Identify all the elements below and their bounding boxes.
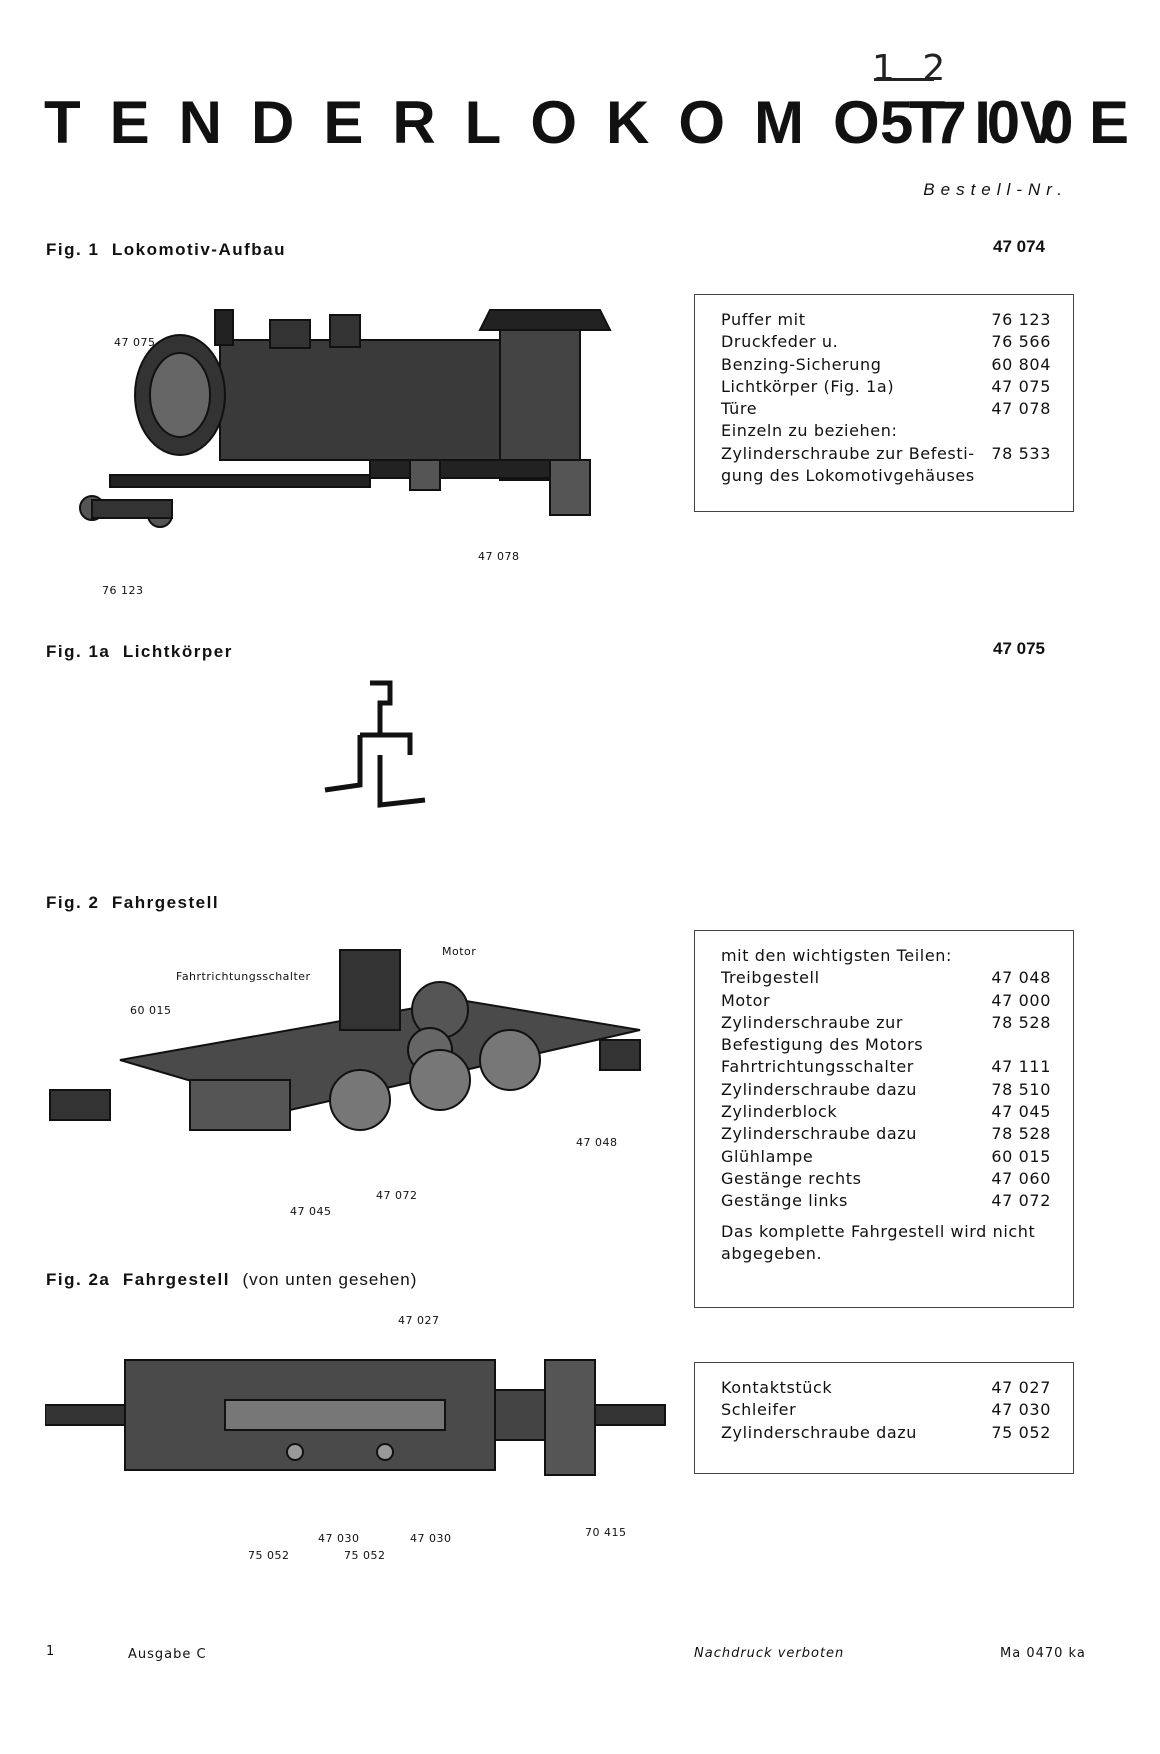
chassis-underside-drawing (45, 1359, 666, 1476)
parts-row: Druckfeder u.76 566 (721, 332, 1051, 352)
chassis-drawing (49, 949, 641, 1131)
callout-60015: 60 015 (130, 1004, 172, 1017)
callout-47045: 47 045 (290, 1205, 332, 1218)
parts-row: Befestigung des Motors (721, 1035, 924, 1055)
fig1a-number: 47 075 (993, 639, 1045, 658)
fig2a-subtitle: (von unten gesehen) (242, 1270, 418, 1289)
callout-75052-left: 75 052 (248, 1549, 290, 1562)
callout-76123: 76 123 (102, 584, 144, 597)
fig2-parts-list: mit den wichtigsten Teilen: Treibgestell… (694, 930, 1074, 1308)
callout-47078: 47 078 (478, 550, 520, 563)
fig2a-name: Fahrgestell (122, 1270, 231, 1289)
fig1a-name: Lichtkörper (122, 642, 233, 661)
fig1-label: Fig. 1 (46, 240, 100, 259)
page-number: 1 (46, 1644, 56, 1659)
callout-47027: 47 027 (398, 1314, 440, 1327)
callout-47075: 47 075 (114, 336, 156, 349)
fig2a-heading: Fig. 2a Fahrgestell (von unten gesehen) (46, 1270, 417, 1290)
callout-motor: Motor (442, 945, 477, 958)
fig2-label: Fig. 2 (46, 893, 100, 912)
callout-47072: 47 072 (376, 1189, 418, 1202)
fig1a-label: Fig. 1a (46, 642, 111, 661)
parts-row: gung des Lokomotivgehäuses (721, 466, 975, 486)
fig1-name: Lokomotiv-Aufbau (111, 240, 287, 259)
order-number-label: Bestell-Nr. (923, 180, 1068, 199)
edition: Ausgabe C (128, 1647, 207, 1662)
callout-direction-switch: Fahrtrichtungsschalter (176, 970, 311, 983)
fig2-name: Fahrgestell (111, 893, 220, 912)
fig2-note: Das komplette Fahrgestell wird nicht abg… (721, 1221, 1036, 1263)
callout-47030-right: 47 030 (410, 1532, 452, 1545)
locomotive-body-drawing (79, 309, 612, 528)
page-title: TENDERLOKOMOTIVE (44, 89, 1159, 156)
copyright-notice: Nachdruck verboten (694, 1646, 845, 1661)
fig1-number: 47 074 (993, 237, 1045, 256)
callout-47030-left: 47 030 (318, 1532, 360, 1545)
callout-70415: 70 415 (585, 1526, 627, 1539)
parts-row: Lichtkörper (Fig. 1a)47 075 (721, 376, 1051, 396)
parts-row: Einzeln zu beziehen: (721, 421, 898, 441)
parts-row: mit den wichtigsten Teilen: (721, 946, 953, 965)
callout-75052-right: 75 052 (344, 1549, 386, 1562)
light-body-drawing (324, 680, 426, 808)
handwritten-page-mark: 1 2 (872, 48, 954, 89)
fig1-heading: Fig. 1 Lokomotiv-Aufbau (46, 240, 286, 260)
document-code: Ma 0470 ka (1000, 1646, 1086, 1661)
callout-47048: 47 048 (576, 1136, 618, 1149)
model-number: 5700 (880, 89, 1094, 156)
fig1a-heading: Fig. 1a Lichtkörper (46, 642, 233, 662)
handwritten-dash (874, 78, 934, 81)
parts-row: Zylinderschraube zur Befesti-78 533 (721, 443, 1051, 463)
fig2a-label: Fig. 2a (46, 1270, 111, 1289)
fig2-heading: Fig. 2 Fahrgestell (46, 893, 219, 913)
